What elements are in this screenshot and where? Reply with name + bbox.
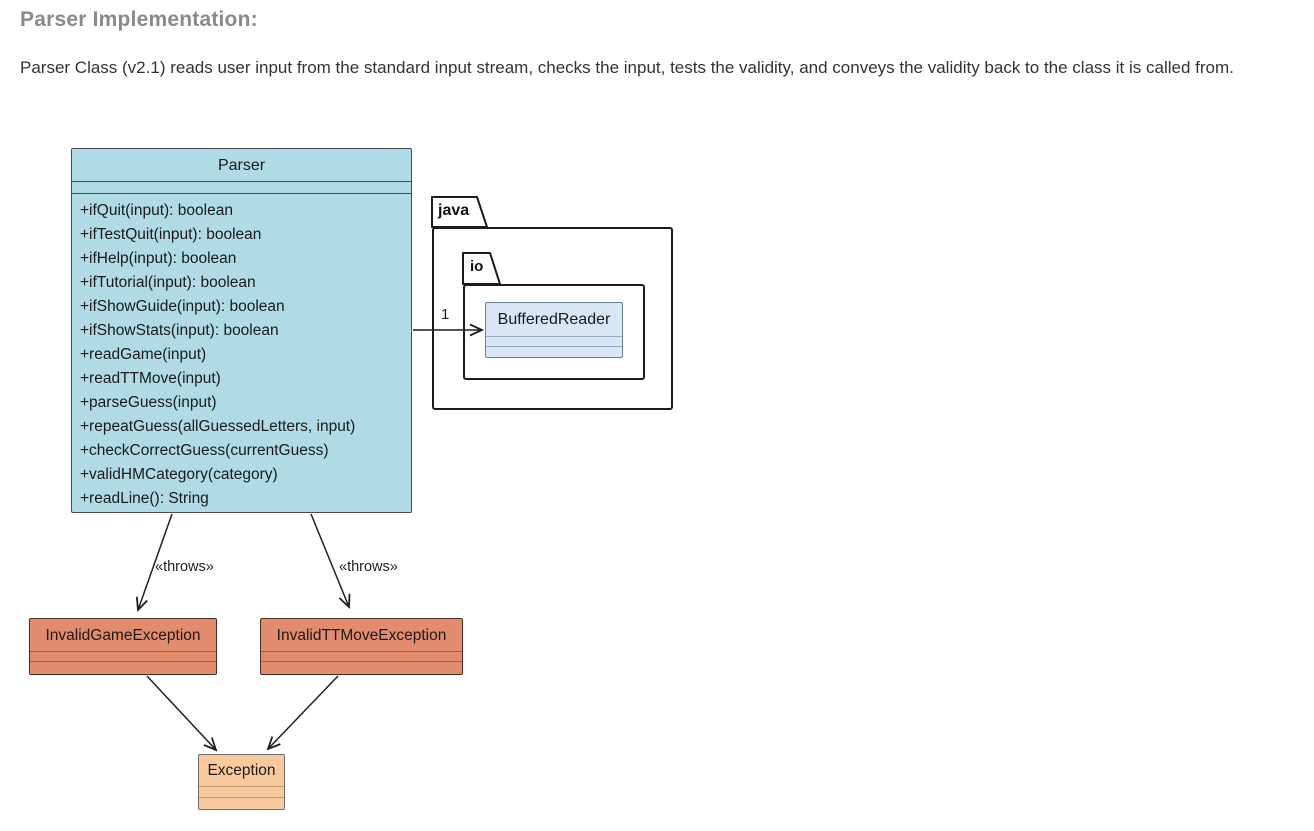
exception-class-name: Exception [199,755,284,787]
parser-method: +readTTMove(input) [80,370,221,387]
parser-method: +readLine(): String [80,490,209,507]
parser-method: +ifTutorial(input): boolean [80,274,256,291]
invalidttmoveexception-class-name: InvalidTTMoveException [261,619,462,652]
parser-method: +validHMCategory(category) [80,466,278,483]
parser-methods-compartment: +ifQuit(input): boolean +ifTestQuit(input… [72,194,411,511]
parser-method: +parseGuess(input) [80,394,217,411]
association-multiplicity-label: 1 [441,306,450,323]
invalidgameexception-class-box: InvalidGameException [29,618,217,675]
parser-method: +readGame(input) [80,346,207,363]
parser-method: +ifTestQuit(input): boolean [80,226,262,243]
io-package-label: io [470,258,484,275]
java-package-label: java [438,202,470,219]
exception-class-box: Exception [198,754,285,810]
bufferedreader-attributes-compartment [486,337,622,347]
parser-method: +repeatGuess(allGuessedLetters, input) [80,418,356,435]
parser-class-name: Parser [72,149,411,182]
connector-invalidttmoveexception-exception [266,675,339,751]
invalidttmoveexception-class-box: InvalidTTMoveException [260,618,463,675]
exception-attributes-compartment [199,787,284,798]
parser-method: +ifShowStats(input): boolean [80,322,279,339]
invalidgameexception-class-name: InvalidGameException [30,619,216,652]
bufferedreader-class-box: BufferedReader [485,302,623,358]
bufferedreader-class-name: BufferedReader [486,303,622,337]
parser-method: +ifHelp(input): boolean [80,250,237,267]
throws-stereotype-label-right: «throws» [339,559,398,575]
parser-method: +ifShowGuide(input): boolean [80,298,285,315]
throws-stereotype-label-left: «throws» [155,559,214,575]
page-description: Parser Class (v2.1) reads user input fro… [20,58,1234,77]
parser-attributes-compartment [72,182,411,194]
parser-class-box: Parser +ifQuit(input): boolean +ifTestQui… [71,148,412,513]
invalidttmoveexception-attributes-compartment [261,652,462,662]
parser-method: +ifQuit(input): boolean [80,202,233,219]
invalidgameexception-attributes-compartment [30,652,216,662]
page-title: Parser Implementation: [20,8,258,31]
connector-invalidgameexception-exception [146,675,218,752]
parser-method: +checkCorrectGuess(currentGuess) [80,442,329,459]
